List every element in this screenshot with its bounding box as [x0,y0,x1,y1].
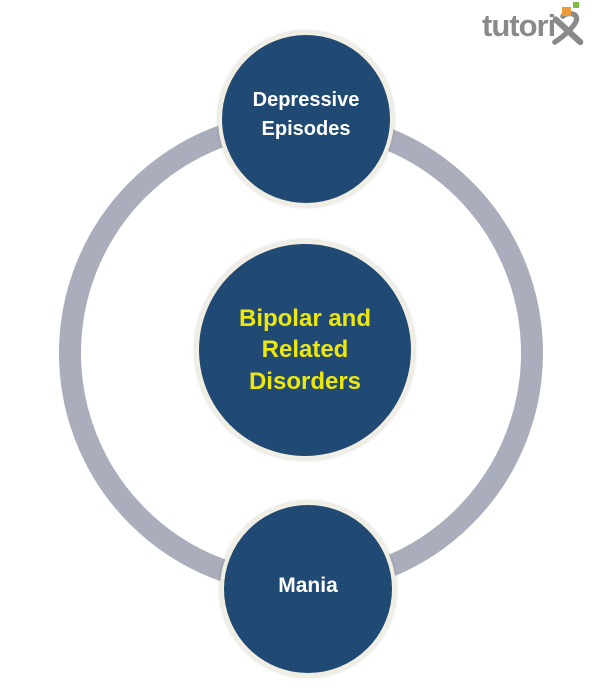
logo-green-square-icon [573,2,579,8]
node-bipolar-related-disorders: Bipolar and Related Disorders [195,240,415,460]
logo-orange-square-icon [562,7,571,16]
node-bipolar-related-disorders-label: Bipolar and Related Disorders [238,305,371,395]
brand-logo: tutori [478,2,596,50]
node-mania-label: Mania [278,574,338,598]
node-depressive-episodes-label: Depressive Episodes [252,89,360,140]
brand-logo-text: tutori [482,8,556,43]
node-depressive-episodes: Depressive Episodes [218,31,394,207]
logo-swoosh-x-icon [552,11,584,45]
node-mania: Mania [220,501,396,677]
